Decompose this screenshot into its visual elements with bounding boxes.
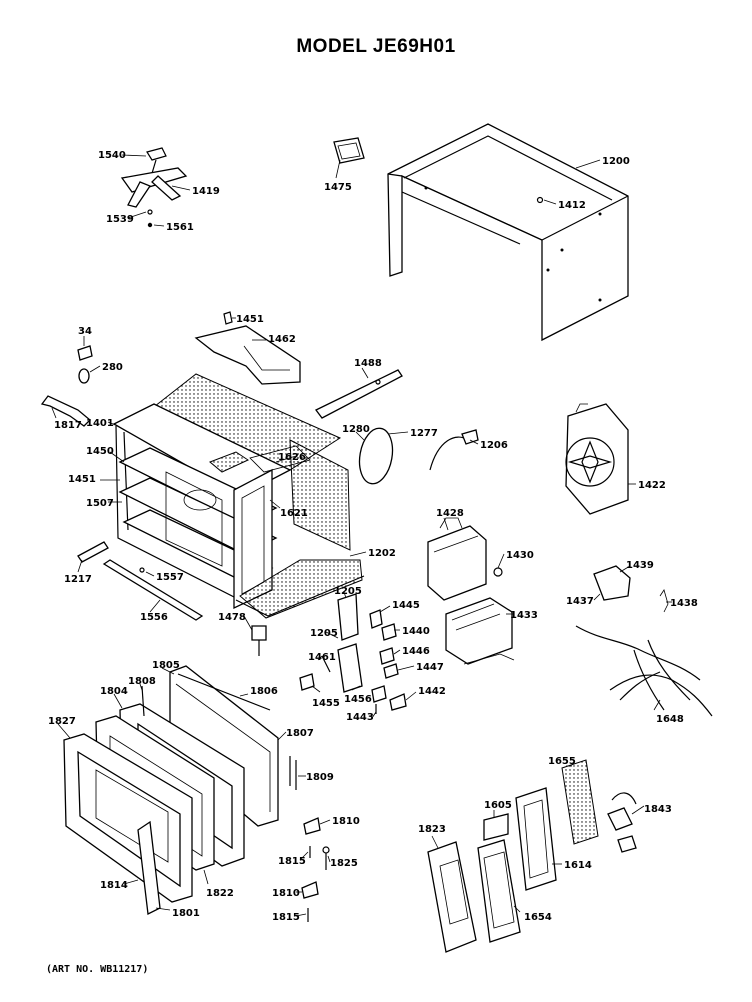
- part-label: 1822: [206, 888, 234, 899]
- part-label: 1433: [510, 610, 538, 621]
- part-label: 1456: [344, 694, 372, 705]
- part-label: 1556: [140, 612, 168, 623]
- part-lamp-cover-1277: [358, 427, 394, 485]
- art-number: (ART NO. WB11217): [46, 964, 149, 975]
- oven-cavity-assembly: [112, 373, 365, 619]
- part-label: 1557: [156, 572, 184, 583]
- part-label: 1808: [128, 676, 156, 687]
- part-label: 1823: [418, 824, 446, 835]
- part-label: 1205: [334, 586, 362, 597]
- bars-1217-1557-1556: [77, 541, 204, 621]
- part-label: 1430: [506, 550, 534, 561]
- part-label: 1614: [564, 860, 592, 871]
- part-label: 1439: [626, 560, 654, 571]
- part-label: 1843: [644, 804, 672, 815]
- part-label: 1540: [98, 150, 126, 161]
- part-plate-1475: [333, 137, 365, 164]
- part-label: 1488: [354, 358, 382, 369]
- part-label: 1810: [332, 816, 360, 827]
- part-label: 1206: [480, 440, 508, 451]
- part-label: 1817: [54, 420, 82, 431]
- part-label: 1804: [100, 686, 128, 697]
- part-label: 1507: [86, 498, 114, 509]
- part-label: 1810: [272, 888, 300, 899]
- part-label: 1412: [558, 200, 586, 211]
- stirrer-assembly: [120, 147, 188, 228]
- part-label: 1443: [346, 712, 374, 723]
- part-label: 280: [102, 362, 123, 373]
- part-label: 1814: [100, 880, 128, 891]
- part-label: 1655: [548, 756, 576, 767]
- part-bracket-1817: [40, 395, 91, 427]
- part-label: 1801: [172, 908, 200, 919]
- part-label: 1461: [308, 652, 336, 663]
- part-label: 1280: [342, 424, 370, 435]
- control-panel-assembly: [427, 759, 637, 953]
- part-label: 1277: [410, 428, 438, 439]
- part-labels: 1540 1419 1539 1561 1475 1200 1412 1451 …: [48, 150, 698, 923]
- part-label: 1446: [402, 646, 430, 657]
- part-label: 1202: [368, 548, 396, 559]
- part-label: 1806: [250, 686, 278, 697]
- part-label: 1475: [324, 182, 352, 193]
- part-cord-1206: [429, 429, 479, 471]
- part-fan-1422: [565, 403, 629, 515]
- part-label: 1455: [312, 698, 340, 709]
- part-label: 1217: [64, 574, 92, 585]
- outer-cabinet: [387, 123, 629, 342]
- part-label: 1825: [330, 858, 358, 869]
- part-label: 1815: [278, 856, 306, 867]
- part-label: 1442: [418, 686, 446, 697]
- part-label: 1200: [602, 156, 630, 167]
- part-label: 1815: [272, 912, 300, 923]
- part-label: 1451: [68, 474, 96, 485]
- part-label: 1621: [280, 508, 308, 519]
- part-label: 1626: [278, 452, 306, 463]
- wire-harness-1648: [575, 565, 713, 717]
- part-label: 1437: [566, 596, 594, 607]
- interlock-switch-assembly: [251, 593, 407, 714]
- part-transformer-1433: [445, 597, 515, 665]
- part-label: 1205: [310, 628, 338, 639]
- part-label: 1450: [86, 446, 114, 457]
- part-label: 34: [78, 326, 92, 337]
- part-label: 1809: [306, 772, 334, 783]
- parts-34-280: [77, 345, 93, 384]
- part-magnetron-1428: [427, 517, 503, 601]
- part-label: 1419: [192, 186, 220, 197]
- part-label: 1561: [166, 222, 194, 233]
- part-bar-1488: [315, 369, 403, 419]
- part-label: 1605: [484, 800, 512, 811]
- part-label: 1539: [106, 214, 134, 225]
- diagram-title: MODEL JE69H01: [296, 36, 456, 57]
- door-assembly: [63, 665, 330, 922]
- part-label: 1462: [268, 334, 296, 345]
- part-label: 1827: [48, 716, 76, 727]
- part-label: 1438: [670, 598, 698, 609]
- part-label: 1440: [402, 626, 430, 637]
- part-label: 1654: [524, 912, 552, 923]
- part-label: 1648: [656, 714, 684, 725]
- part-label: 1401: [86, 418, 114, 429]
- part-label: 1445: [392, 600, 420, 611]
- part-label: 1422: [638, 480, 666, 491]
- part-label: 1451: [236, 314, 264, 325]
- part-label: 1805: [152, 660, 180, 671]
- part-label: 1428: [436, 508, 464, 519]
- part-label: 1478: [218, 612, 246, 623]
- part-label: 1447: [416, 662, 444, 673]
- leader-lines: [51, 154, 672, 917]
- part-label: 1807: [286, 728, 314, 739]
- part-bracket-1462: [194, 311, 301, 385]
